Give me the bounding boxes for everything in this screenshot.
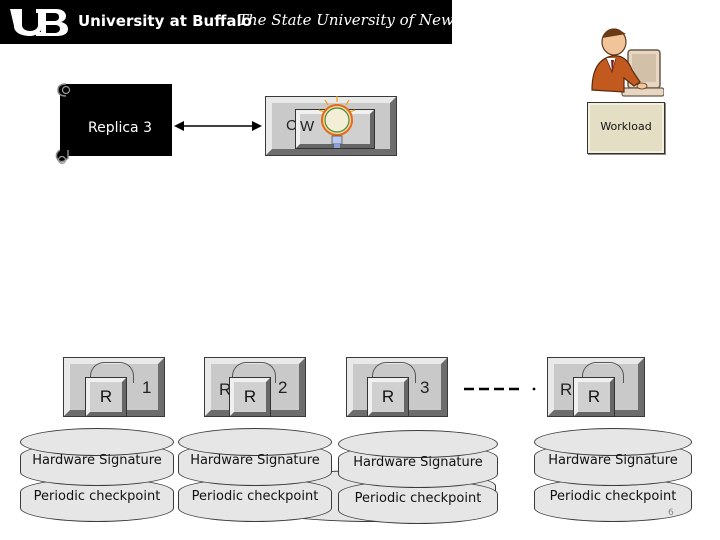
coordinator-left-fragment: C (286, 117, 297, 134)
hardware-signature-4: Hardware Signature (548, 453, 678, 468)
node-1-right-fragment: 1 (142, 378, 152, 397)
node-2-left-fragment: R (219, 380, 232, 399)
coordinator-mid-label: W (300, 118, 315, 135)
node-2-handle (232, 362, 276, 383)
node-3-handle (372, 362, 416, 383)
node-1-handle (90, 362, 134, 383)
replica3-label: Replica 3 (87, 120, 152, 136)
node-4-left-fragment: R (560, 380, 573, 399)
lightbulb-icon (318, 96, 356, 148)
node-1-r-box: R (85, 377, 127, 417)
dashed-connector (464, 387, 536, 391)
header-banner: University at Buffalo The State Universi… (0, 0, 492, 44)
hardware-signature-2: Hardware Signature (190, 453, 320, 468)
cylinder-top-4 (534, 428, 692, 456)
hardware-signature-3: Hardware Signature (353, 455, 483, 470)
replica3-scroll-shape (55, 83, 172, 165)
periodic-checkpoint-4: Periodic checkpoint (549, 489, 677, 504)
workload-box (587, 102, 665, 154)
double-arrow-icon (174, 121, 262, 131)
page-number: 6 (668, 508, 674, 518)
cylinder-top-1 (20, 428, 174, 456)
node-3-r-box: R (367, 377, 409, 417)
person-at-computer-icon (591, 28, 664, 97)
node-2-right-fragment: 2 (278, 378, 288, 397)
periodic-checkpoint-3: Periodic checkpoint (354, 491, 482, 506)
hardware-signature-1: Hardware Signature (32, 453, 162, 468)
ub-logo-icon (10, 9, 68, 36)
node-3-right-fragment: 3 (420, 378, 430, 397)
workload-label: Workload (600, 120, 652, 133)
cylinder-top-2 (178, 428, 332, 456)
node-2-r-box: R (229, 377, 271, 417)
university-tagline: The State University of New York (238, 11, 493, 29)
periodic-checkpoint-2: Periodic checkpoint (191, 489, 319, 504)
periodic-checkpoint-1: Periodic checkpoint (33, 489, 161, 504)
node-4-r-box: R (573, 377, 615, 417)
node-4-handle (582, 362, 624, 383)
university-name: University at Buffalo (78, 12, 252, 30)
cylinder-top-3 (338, 430, 498, 458)
